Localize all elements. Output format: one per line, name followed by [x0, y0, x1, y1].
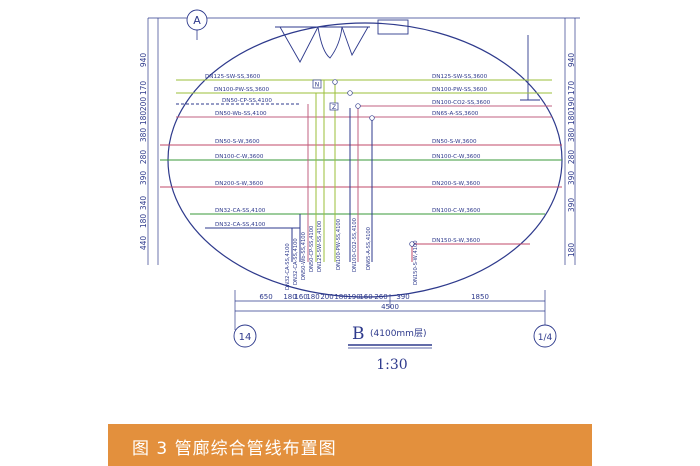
- right-dim-label: 280: [567, 150, 576, 165]
- right-dim-label: 180: [567, 243, 576, 258]
- dimension-frame: [147, 17, 580, 330]
- right-pipe-label: DN50-S-W,3600: [432, 139, 477, 145]
- left-pipe-label: DN100-PW-SS,3600: [214, 87, 269, 93]
- right-dim-label: 390: [567, 198, 576, 213]
- valve-circle-4: [369, 115, 375, 121]
- vertical-pipe-label: DN100-PW-SS,4100: [336, 219, 342, 270]
- left-dim-label: 940: [139, 53, 148, 68]
- bottom-dim-label: 180: [334, 293, 347, 301]
- left-pipe-labels: DN125-SW-SS,3600 DN100-PW-SS,3600 DN50-C…: [205, 74, 272, 228]
- left-dim-label: 180: [139, 214, 148, 229]
- right-dim-label: 180: [567, 111, 576, 126]
- left-dim-label: 280: [139, 150, 148, 165]
- caption-bar: 图 3 管廊综合管线布置图: [108, 424, 592, 466]
- pipe-layout-drawing: N Z DN125-SW-SS,3600 DN100-PW-SS,3600 DN…: [139, 9, 580, 373]
- right-pipe-label: DN125-SW-SS,3600: [432, 74, 488, 80]
- left-dim-label: 440: [139, 236, 148, 251]
- vertical-pipe-label: DN50-Wb-SS,4100: [301, 232, 307, 280]
- valve-n-box: [312, 79, 322, 89]
- left-dimension-labels: 940 170 200 180 380 280 390 340 180 440: [139, 53, 148, 251]
- axis-bubble-a: [186, 9, 208, 31]
- total-dim-label: 4500: [381, 303, 399, 311]
- figure-caption: 图 3 管廊综合管线布置图: [132, 439, 337, 459]
- pipe-lines: [160, 79, 562, 245]
- right-pipe-labels: DN125-SW-SS,3600 DN100-PW-SS,3600 DN100-…: [432, 74, 491, 244]
- bottom-dim-label: 160: [359, 293, 372, 301]
- bottom-dimension-labels: 650 180 160 180 200 180 190 160 260 390 …: [259, 293, 489, 311]
- bottom-dim-label: 200: [320, 293, 333, 301]
- right-pipe-label: DN100-CO2-SS,3600: [432, 100, 491, 106]
- left-dim-label: 390: [139, 171, 148, 186]
- right-pipe-label: DN200-S-W,3600: [432, 181, 481, 187]
- bottom-dim-label: 650: [259, 293, 272, 301]
- valve-marks: N Z: [312, 79, 415, 247]
- left-pipe-label: DN100-C-W,3600: [215, 154, 264, 160]
- bottom-dim-label: 180: [306, 293, 319, 301]
- right-dimension-labels: 940 170 190 180 380 280 390 390 180: [567, 53, 576, 258]
- left-dim-label: 380: [139, 128, 148, 143]
- valve-circle-3: [355, 103, 361, 109]
- left-dim-label: 170: [139, 81, 148, 96]
- axis-bubbles: A 14 1/4: [186, 9, 557, 348]
- riser-lines: [291, 80, 413, 262]
- valve-circle-1: [332, 79, 338, 85]
- section-subtitle: (4100mm层): [370, 328, 426, 339]
- left-dim-label: 200: [139, 97, 148, 112]
- bottom-dim-label: 190: [347, 293, 360, 301]
- axis-bubble-14: [233, 324, 257, 348]
- valve-n-label: N: [315, 82, 320, 89]
- fan-unit: [275, 19, 540, 101]
- right-pipe-label: DN100-C-W,3600: [432, 154, 481, 160]
- section-title: B (4100mm层) 1:30: [348, 324, 432, 373]
- vertical-pipe-label: DN100-CO2-SS,4100: [352, 218, 358, 272]
- left-pipe-label: DN32-CA-SS,4100: [215, 222, 266, 228]
- valve-z-box: [329, 102, 339, 111]
- vertical-pipe-label: DN150-S-W,4100: [413, 240, 419, 285]
- right-pipe-label: DN65-A-SS,3600: [432, 111, 479, 117]
- right-dim-label: 390: [567, 171, 576, 186]
- right-dim-label: 380: [567, 128, 576, 143]
- right-dim-label: 170: [567, 81, 576, 96]
- valve-circle-2: [347, 90, 353, 96]
- left-pipe-label: DN50-S-W,3600: [215, 139, 260, 145]
- vertical-pipe-label: DN32-CA-SS,4100: [285, 243, 291, 290]
- right-pipe-label: DN100-PW-SS,3600: [432, 87, 487, 93]
- left-dim-label: 340: [139, 196, 148, 211]
- section-scale: 1:30: [376, 357, 407, 373]
- left-pipe-label: DN125-SW-SS,3600: [205, 74, 261, 80]
- right-dim-label: 190: [567, 97, 576, 112]
- left-pipe-label: DN200-S-W,3600: [215, 181, 264, 187]
- bottom-dim-label: 160: [294, 293, 307, 301]
- left-pipe-label: DN50-Wb-SS,4100: [215, 111, 267, 117]
- bottom-dim-label: 260: [374, 293, 387, 301]
- vertical-pipe-labels: DN32-CA-SS,4100 DN32-CA-SS,4100 DN50-Wb-…: [285, 218, 419, 290]
- section-letter: B: [352, 324, 365, 344]
- valve-z-label: Z: [332, 104, 336, 111]
- vertical-pipe-label: DN32-CA-SS,4100: [293, 238, 299, 285]
- left-dim-label: 180: [139, 111, 148, 126]
- left-pipe-label: DN32-CA-SS,4100: [215, 208, 266, 214]
- axis-label-a: A: [193, 14, 201, 27]
- right-dim-label: 940: [567, 53, 576, 68]
- axis-label-14: 14: [239, 332, 252, 343]
- bottom-dim-label: 180: [283, 293, 296, 301]
- axis-bubble-1-4: [533, 324, 557, 348]
- valve-circle-5: [409, 241, 415, 247]
- left-pipe-label: DN50-CP-SS,4100: [222, 98, 272, 104]
- vertical-pipe-label: DN65-A-SS,4100: [366, 227, 372, 270]
- bottom-dim-label: 390: [396, 293, 409, 301]
- right-pipe-label: DN150-S-W,3600: [432, 238, 481, 244]
- right-pipe-label: DN100-C-W,3600: [432, 208, 481, 214]
- vertical-pipe-label: DN50-CP-SS,4100: [309, 226, 315, 272]
- bottom-dim-label: 1850: [471, 293, 489, 301]
- vertical-pipe-label: DN125-SW-SS,4100: [317, 221, 323, 272]
- axis-label-1-4: 1/4: [538, 333, 553, 343]
